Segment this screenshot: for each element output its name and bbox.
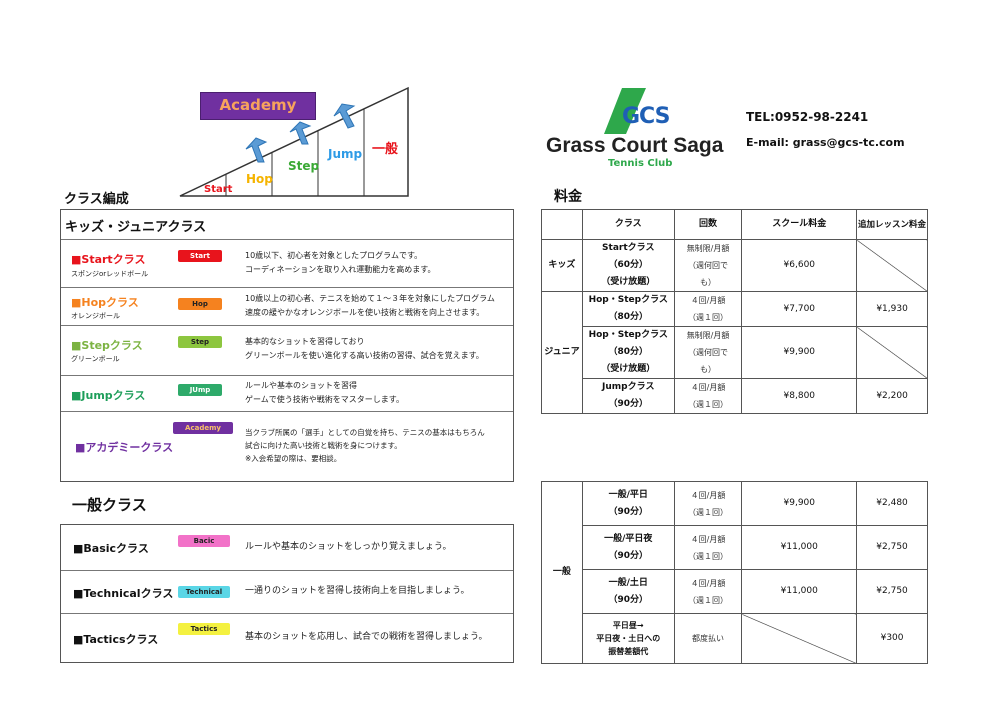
fee-extra: ¥1,930 xyxy=(856,291,928,327)
up-arrow-icon xyxy=(289,121,312,145)
class-desc: 一通りのショットを習得し技術向上を目指しましょう。 xyxy=(245,586,470,596)
level-step: Step xyxy=(288,159,320,173)
list-item: ■Hopクラス オレンジボール Hop 10歳以上の初心者、テニスを始めて１～３… xyxy=(61,287,513,326)
class-badge: Hop xyxy=(178,298,222,310)
general-class-header: 一般クラス xyxy=(72,496,147,514)
logo-sub: Tennis Club xyxy=(608,158,673,169)
fee-value: ¥11,000 xyxy=(741,525,858,570)
fee-extra-none xyxy=(856,239,928,292)
class-name: ■Jumpクラス xyxy=(71,389,146,402)
class-badge: Start xyxy=(178,250,222,262)
list-item: ■Jumpクラス JUmp ルールや基本のショットを習得ゲームで使う技術や戦術を… xyxy=(61,375,513,412)
fee-value: ¥9,900 xyxy=(741,326,858,379)
fee-header: スクール料金 xyxy=(741,209,858,240)
class-desc: 当クラブ所属の「選手」としての自覚を持ち、テニスの基本はもちろん試合に向けた高い… xyxy=(245,428,485,463)
table-row: Jumpクラス（90分） ４回/月額（週１回） ¥8,800 ¥2,200 xyxy=(542,378,928,414)
fee-extra: ¥300 xyxy=(856,613,928,664)
class-badge: Technical xyxy=(178,586,230,598)
table-row: Hop・Stepクラス（80分）（受け放題） 無制限/月額（週何回でも） ¥9,… xyxy=(542,326,928,379)
table-row: ジュニア Hop・Stepクラス（80分） ４回/月額（週１回） ¥7,700 … xyxy=(541,291,928,414)
fee-group-label: ジュニア xyxy=(541,291,583,414)
contact-email: E-mail: grass@gcs-tc.com xyxy=(746,136,905,149)
logo-gcs: GCS xyxy=(622,104,670,129)
fee-extra: ¥2,200 xyxy=(856,378,928,414)
class-badge: Academy xyxy=(173,422,233,434)
academy-label-text: Academy xyxy=(219,96,297,114)
fee-extra-none xyxy=(856,326,928,379)
level-staircase xyxy=(179,86,409,197)
fee-extra: ¥2,750 xyxy=(856,569,928,614)
table-row: 一般 一般/平日（90分） ４回/月額（週１回） ¥9,900 ¥2,480 xyxy=(541,481,928,664)
fee-value: ¥11,000 xyxy=(741,569,858,614)
class-desc: ルールや基本のショットをしっかり覚えましょう。 xyxy=(245,542,452,552)
class-name: ■アカデミークラス xyxy=(75,441,174,454)
kids-class-box: キッズ・ジュニアクラス ■Startクラス スポンジorレッドボール Start… xyxy=(60,209,514,482)
class-desc: ルールや基本のショットを習得ゲームで使う技術や戦術をマスターします。 xyxy=(245,381,404,404)
contact-tel: TEL:0952-98-2241 xyxy=(746,110,869,124)
table-row: 一般/土日（90分） ４回/月額（週１回） ¥11,000 ¥2,750 xyxy=(542,569,928,614)
class-badge: JUmp xyxy=(178,384,222,396)
logo-name: Grass Court Saga xyxy=(546,134,724,157)
list-item: ■Tacticsクラス Tactics 基本のショットを応用し、試合での戦術を習… xyxy=(61,613,513,664)
class-section-title: クラス編成 xyxy=(64,192,129,207)
class-desc: 基本的なショットを習得しておりグリーンボールを使い進化する高い技術の習得、試合を… xyxy=(245,337,484,360)
fee-group-label: 一般 xyxy=(541,481,583,664)
list-item: ■アカデミークラス Academy 当クラブ所属の「選手」としての自覚を持ち、テ… xyxy=(61,411,513,482)
fee-value: ¥7,700 xyxy=(741,291,858,327)
class-name: ■Stepクラス xyxy=(71,339,143,352)
academy-label xyxy=(200,92,316,120)
up-arrow-icon xyxy=(245,137,268,163)
kids-class-header: キッズ・ジュニアクラス xyxy=(65,220,207,235)
table-row: 平日昼→平日夜・土日への振替差額代 都度払い ¥300 xyxy=(542,613,928,664)
fee-value-none xyxy=(741,613,858,664)
class-desc: 基本のショットを応用し、試合での戦術を習得しましょう。 xyxy=(245,632,488,642)
fees-table-general: 一般 一般/平日（90分） ４回/月額（週１回） ¥9,900 ¥2,480 一… xyxy=(541,481,928,664)
class-name: ■Technicalクラス xyxy=(73,587,174,600)
class-name: ■Hopクラス xyxy=(71,296,139,309)
fee-extra: ¥2,750 xyxy=(856,525,928,570)
fee-value: ¥8,800 xyxy=(741,378,858,414)
fee-group-label: キッズ xyxy=(541,239,583,292)
fee-header: クラス xyxy=(581,209,675,240)
fees-table-kids: クラス 回数 スクール料金 追加レッスン料金 キッズ Startクラス（60分）… xyxy=(541,209,928,414)
level-hop: Hop xyxy=(246,172,273,186)
class-desc: 10歳以下、初心者を対象としたプログラムです。コーディネーションを取り入れ運動能… xyxy=(245,251,436,274)
class-name: ■Basicクラス xyxy=(73,542,149,555)
class-sub: オレンジボール xyxy=(71,312,120,320)
class-sub: スポンジorレッドボール xyxy=(71,270,149,278)
class-name: ■Tacticsクラス xyxy=(73,633,159,646)
list-item: ■Basicクラス Bacic ルールや基本のショットをしっかり覚えましょう。 xyxy=(61,525,513,570)
class-sub: グリーンボール xyxy=(71,355,120,363)
level-start: Start xyxy=(204,184,233,195)
fee-extra: ¥2,480 xyxy=(856,481,928,526)
fee-value: ¥9,900 xyxy=(741,481,858,526)
list-item: ■Technicalクラス Technical 一通りのショットを習得し技術向上… xyxy=(61,570,513,614)
class-desc: 10歳以上の初心者、テニスを始めて１～３年を対象にしたプログラム速度の緩やかなオ… xyxy=(245,294,495,317)
general-class-box: ■Basicクラス Bacic ルールや基本のショットをしっかり覚えましょう。 … xyxy=(60,524,514,663)
class-badge: Tactics xyxy=(178,623,230,635)
list-item: ■Startクラス スポンジorレッドボール Start 10歳以下、初心者を対… xyxy=(61,239,513,288)
logo-shape-icon xyxy=(604,88,646,134)
fee-header: 回数 xyxy=(673,209,743,240)
table-row: 一般/平日夜（90分） ４回/月額（週１回） ¥11,000 ¥2,750 xyxy=(542,525,928,570)
class-badge: Step xyxy=(178,336,222,348)
class-name: ■Startクラス xyxy=(71,253,146,266)
fee-count: 都度払い xyxy=(673,613,743,664)
level-jump: Jump xyxy=(328,147,363,161)
fee-value: ¥6,600 xyxy=(741,239,858,292)
level-general: 一般 xyxy=(372,142,399,157)
table-row: キッズ Startクラス（60分）（受け放題） 無制限/月額（週何回でも） ¥6… xyxy=(541,239,928,292)
fee-header: 追加レッスン料金 xyxy=(856,209,928,240)
class-badge: Bacic xyxy=(178,535,230,547)
fees-title: 料金 xyxy=(554,189,582,205)
up-arrow-icon xyxy=(333,103,356,129)
list-item: ■Stepクラス グリーンボール Step 基本的なショットを習得しておりグリー… xyxy=(61,325,513,376)
